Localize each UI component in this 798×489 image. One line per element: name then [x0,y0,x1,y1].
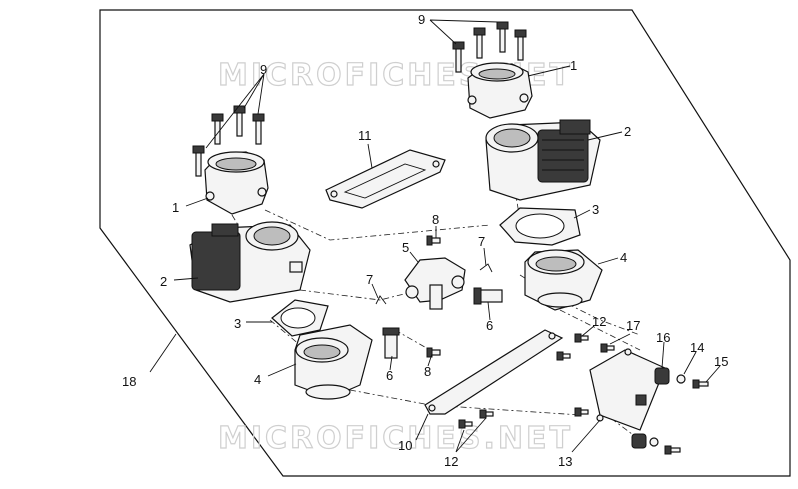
callout-7-right: 7 [478,234,485,249]
callout-13: 13 [558,454,572,469]
callout-6-left: 6 [386,368,393,383]
intake-manifold-left [204,151,269,215]
callout-8-top: 8 [432,212,439,227]
washer-14 [649,374,686,447]
bolts-left [192,105,265,177]
callout-15: 15 [714,354,728,369]
gasket-right [499,207,581,246]
fuel-rail-5 [404,257,466,310]
screws-12 [458,333,589,429]
callout-11: 11 [358,128,372,143]
callout-7-left: 7 [366,272,373,287]
callout-17: 17 [626,318,640,333]
injector-6-right [473,287,503,305]
throttle-body-top-right [485,119,601,201]
bracket-11 [325,149,446,209]
callout-1-left: 1 [172,200,179,215]
injector-6-left [382,327,400,359]
callout-18: 18 [122,374,136,389]
callout-12-top: 12 [592,314,606,329]
callout-8-bottom: 8 [424,364,431,379]
callout-3-left: 3 [234,316,241,331]
grommet-16 [631,367,670,449]
callout-9-top: 9 [418,12,425,27]
callout-2-left: 2 [160,274,167,289]
intake-manifold-top-right [467,62,533,119]
callout-10: 10 [398,438,412,453]
callout-labels: 9 1 9 1 11 2 3 8 5 7 4 2 7 6 3 12 17 16 … [122,12,728,469]
clip-7-right [479,263,493,273]
callout-9-left: 9 [260,62,267,77]
control-unit-13 [589,348,666,431]
screw-17 [600,343,615,353]
callout-16: 16 [656,330,670,345]
mounting-plate-10 [424,329,564,415]
spacer-left [294,324,373,400]
leader-lines [149,19,721,453]
throttle-body-left [189,221,311,303]
callout-4-right: 4 [620,250,627,265]
callout-3-right: 3 [592,202,599,217]
watermark-bottom: MICROFICHES.NET [218,421,573,456]
screw-8-top [426,235,441,246]
screw-8-bottom [426,347,441,358]
spacer-right [524,249,603,311]
screw-15 [664,379,709,455]
callout-1-top: 1 [570,58,577,73]
callout-4-left: 4 [254,372,261,387]
callout-2-top: 2 [624,124,631,139]
callout-6-right: 6 [486,318,493,333]
bolts-top-right [452,21,527,73]
callout-14: 14 [690,340,704,355]
gasket-left [271,299,329,337]
assembly-boundary [99,9,791,477]
callout-12-bottom: 12 [444,454,458,469]
clip-7-left [375,295,387,305]
callout-5: 5 [402,240,409,255]
